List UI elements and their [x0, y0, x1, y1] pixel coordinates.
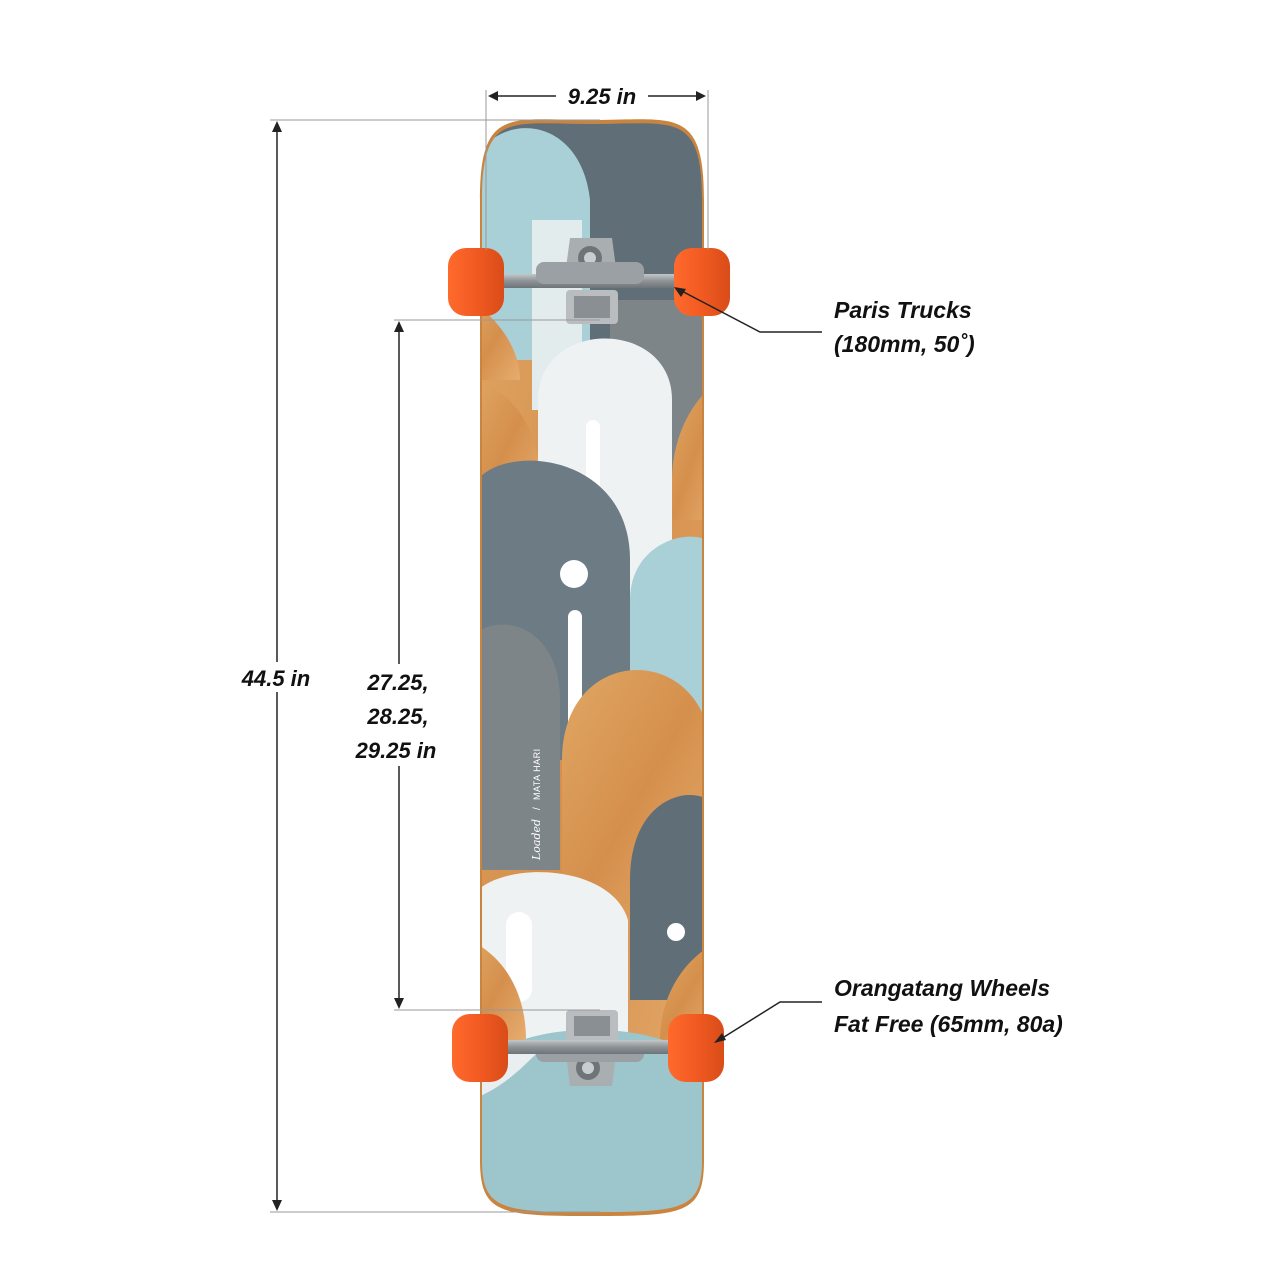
width-dimension: 9.25 in — [485, 84, 709, 250]
grey-arch-lower — [482, 624, 560, 870]
front-wheel-right — [674, 248, 730, 316]
slate-arch-lower — [630, 795, 702, 1000]
deck-brand: Loaded — [530, 819, 543, 861]
rear-truck — [452, 1010, 724, 1086]
wheelbase-dimension: 27.25, 28.25, 29.25 in — [340, 319, 600, 1011]
white-dot-upper — [560, 560, 588, 588]
wheelbase-label-3: 29.25 in — [355, 738, 437, 763]
rear-wheel-right — [668, 1014, 724, 1082]
tail-lightblue — [482, 1030, 702, 1213]
rear-axle — [498, 1040, 682, 1054]
wheels-callout-line1: Orangatang Wheels — [834, 975, 1050, 1001]
white-dot-lower — [667, 923, 685, 941]
length-label: 44.5 in — [241, 666, 310, 691]
width-label: 9.25 in — [568, 84, 636, 109]
wheels-callout-line2: Fat Free (65mm, 80a) — [834, 1011, 1063, 1037]
wheels-callout: Orangatang Wheels Fat Free (65mm, 80a) — [714, 975, 1063, 1043]
rear-wheel-left — [452, 1014, 508, 1082]
front-truck — [448, 238, 730, 324]
deck: Loaded / MATA HARI — [480, 119, 704, 1216]
length-dimension: 44.5 in — [226, 119, 600, 1213]
wheelbase-label-1: 27.25, — [366, 670, 428, 695]
deck-model: MATA HARI — [532, 748, 542, 800]
trucks-callout-line2: (180mm, 50˚) — [834, 331, 975, 357]
front-wheel-left — [448, 248, 504, 316]
wheelbase-label-2: 28.25, — [366, 704, 428, 729]
deck-separator: / — [532, 807, 543, 810]
trucks-callout: Paris Trucks (180mm, 50˚) — [674, 287, 975, 357]
trucks-callout-line1: Paris Trucks — [834, 297, 972, 323]
